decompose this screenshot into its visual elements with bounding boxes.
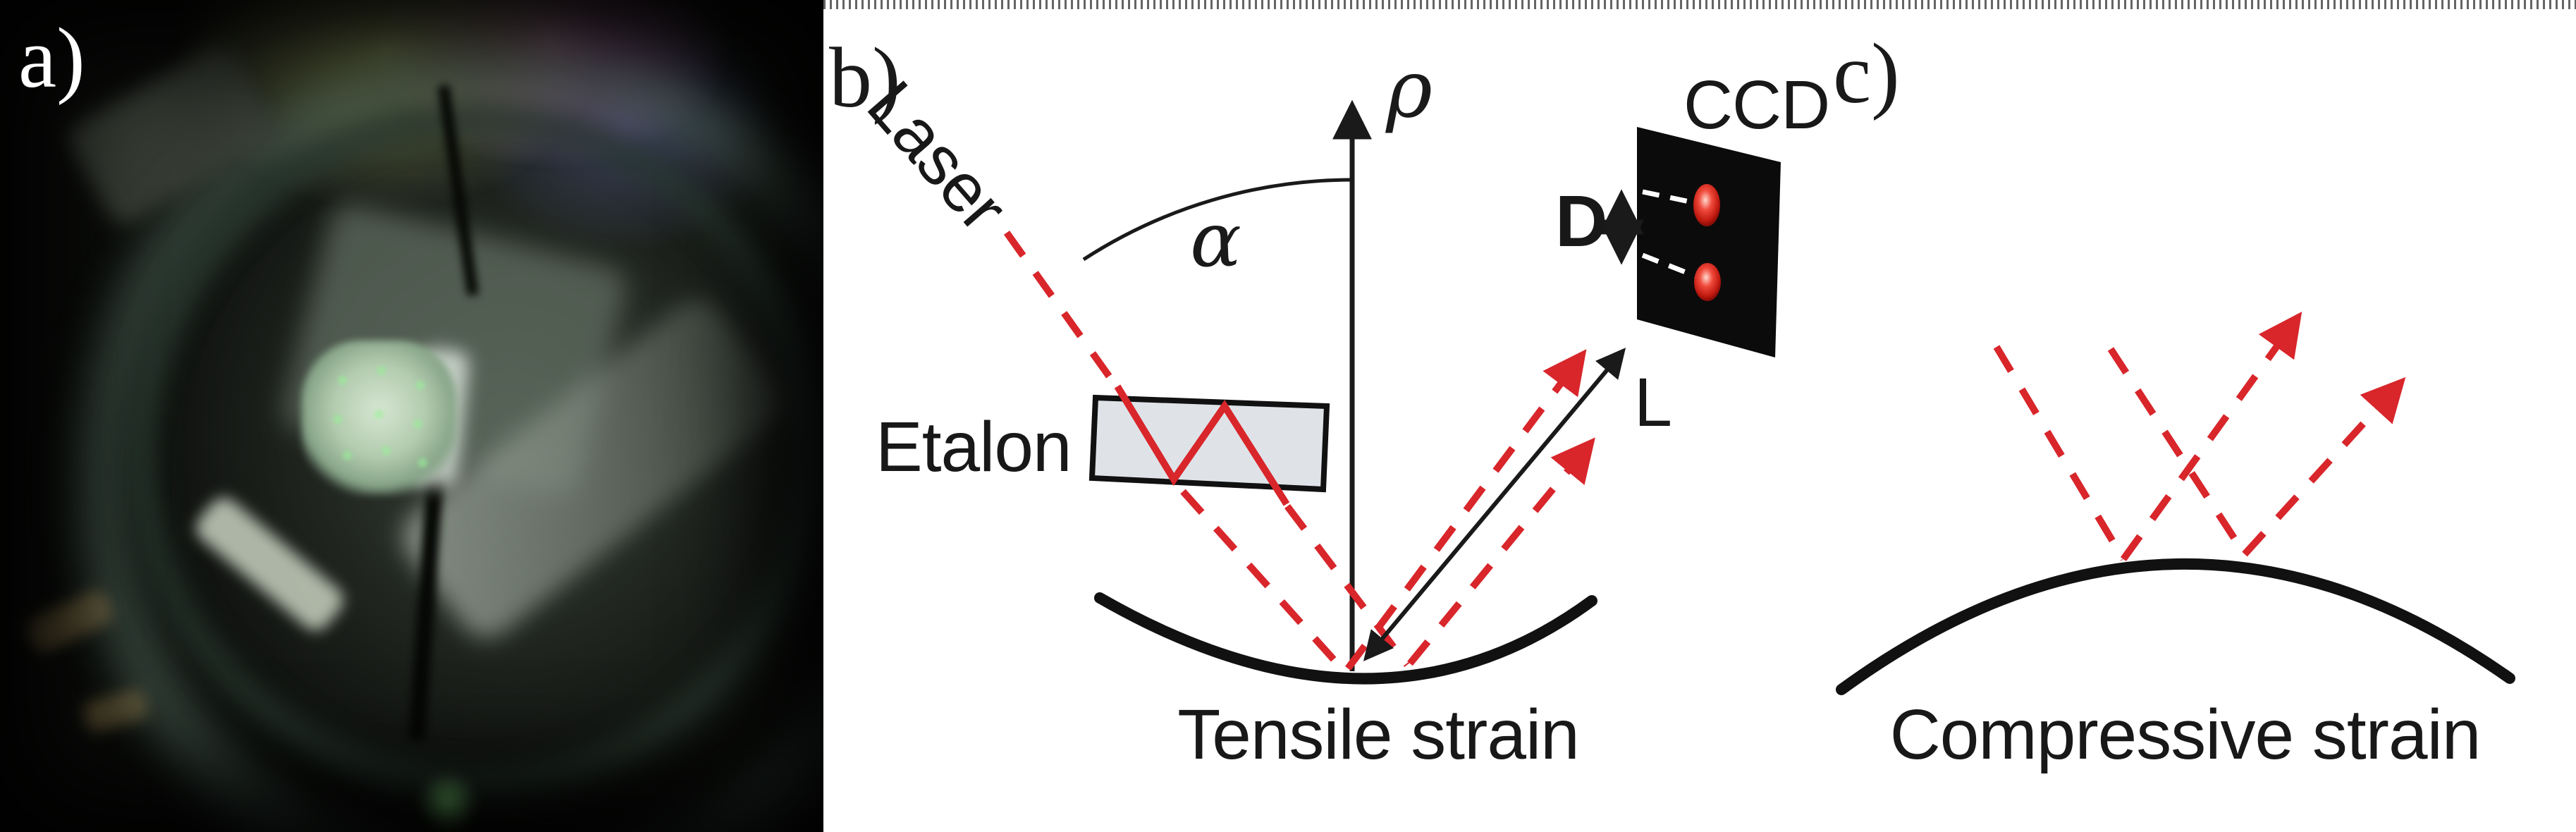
reflected-beam-1 (1344, 349, 1587, 671)
photo-sample-led-dots (321, 356, 442, 477)
etalon-label: Etalon (876, 408, 1072, 487)
alpha-angle-arc (1082, 178, 1353, 262)
top-crop-stripe-band (823, 0, 2576, 9)
tensile-surface-curve (1094, 592, 1597, 685)
photo-bottom-green-glow (415, 776, 482, 831)
etalon-block (1088, 394, 1330, 493)
compressive-incident-beam-1 (1993, 345, 2127, 561)
ccd-dash-line-lower (1641, 252, 1698, 279)
rho-axis-label: ρ (1386, 44, 1433, 135)
compressive-reflected-beam-1 (2120, 311, 2302, 561)
compressive-surface-curve (1836, 558, 2515, 695)
tensile-strain-caption: Tensile strain (1177, 695, 1580, 774)
etalon-internal-reflection-path (1114, 384, 1290, 506)
ccd-laser-spot-upper (1693, 184, 1720, 226)
panel-c-label: c) (1833, 26, 1900, 121)
ccd-laser-spot-lower (1694, 263, 1721, 301)
panel-a-label: a) (18, 11, 85, 106)
compressive-strain-caption: Compressive strain (1889, 695, 2482, 774)
reflected-beam-2 (1407, 437, 1595, 666)
spot-separation-label: D (1555, 181, 1607, 262)
ccd-dash-line-upper (1642, 189, 1697, 206)
distance-label: L (1634, 364, 1672, 441)
panel-b-label: b) (829, 30, 901, 126)
compressive-incident-beam-2 (2107, 347, 2248, 556)
compressive-reflected-beam-2 (2242, 377, 2406, 557)
transmitted-beam-1 (1180, 489, 1346, 673)
alpha-angle-label: α (1190, 196, 1241, 284)
ccd-screen (1637, 127, 1781, 357)
ccd-label: CCD (1683, 66, 1830, 143)
laser-incident-beam (1003, 231, 1126, 397)
transmitted-beam-2 (1284, 503, 1410, 668)
sample-photograph (0, 0, 823, 832)
l-distance-arrow (1363, 348, 1626, 661)
